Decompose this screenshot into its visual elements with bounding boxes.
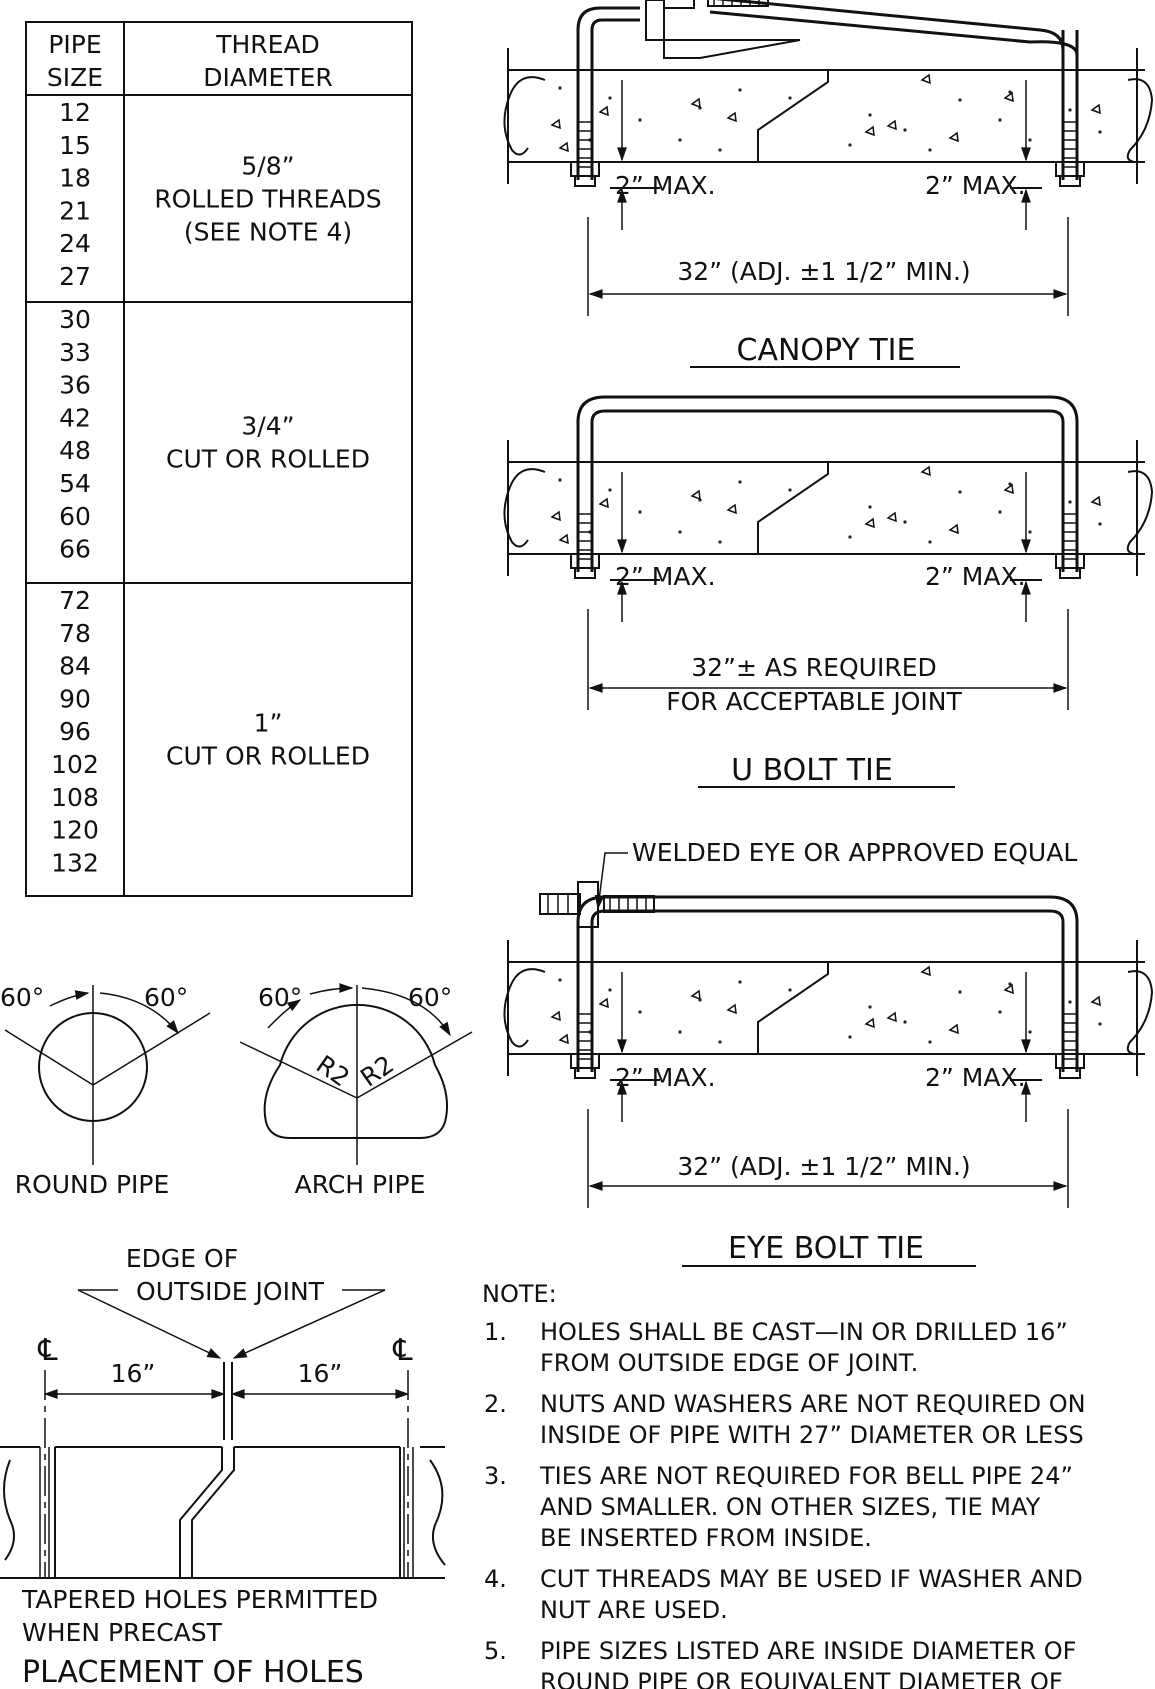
eye-bolt-tie-diagram bbox=[503, 881, 1154, 1208]
canopy-title: CANOPY TIE bbox=[737, 333, 916, 368]
thread-diameter-cell: CUT OR ROLLED bbox=[166, 742, 370, 771]
pipe-size-cell: 102 bbox=[51, 750, 99, 779]
eyebolt-dimension: 32” (ADJ. ±1 1/2” MIN.) bbox=[677, 1152, 970, 1181]
eyebolt-max-left: 2” MAX. bbox=[615, 1063, 716, 1092]
tapered-holes-line2: WHEN PRECAST bbox=[22, 1618, 223, 1647]
note-line: FROM OUTSIDE EDGE OF JOINT. bbox=[540, 1349, 918, 1377]
eyebolt-max-right: 2” MAX. bbox=[925, 1063, 1026, 1092]
thread-diameter-cell: 1” bbox=[254, 709, 283, 738]
note-line: PIPE SIZES LISTED ARE INSIDE DIAMETER OF bbox=[540, 1637, 1076, 1665]
canopy-max-right: 2” MAX. bbox=[925, 171, 1026, 200]
outside-joint-label: OUTSIDE JOINT bbox=[136, 1277, 325, 1306]
pipe-size-cell: 84 bbox=[59, 652, 91, 681]
ubolt-dimension-line1: 32”± AS REQUIRED bbox=[691, 653, 937, 682]
pipe-size-cell: 60 bbox=[59, 502, 91, 531]
edge-of-label: EDGE OF bbox=[126, 1244, 238, 1273]
centerline-left-symbol: ℄ bbox=[37, 1333, 57, 1368]
pipe-size-cell: 21 bbox=[59, 196, 91, 225]
thread-diameter-cell: 5/8” bbox=[241, 152, 294, 181]
pipe-size-cell: 120 bbox=[51, 816, 99, 845]
pipe-size-cell: 96 bbox=[59, 717, 91, 746]
header-pipe-line1: PIPE bbox=[48, 30, 101, 59]
eyebolt-callout-leader bbox=[594, 852, 628, 910]
header-thread-line2: DIAMETER bbox=[203, 63, 333, 92]
thread-diameter-cell: ROLLED THREADS bbox=[154, 185, 381, 214]
canopy-dimension: 32” (ADJ. ±1 1/2” MIN.) bbox=[677, 257, 970, 286]
u-bolt-tie-diagram bbox=[503, 395, 1154, 710]
header-pipe-line2: SIZE bbox=[47, 63, 103, 92]
ubolt-max-left: 2” MAX. bbox=[615, 562, 716, 591]
tapered-holes-line1: TAPERED HOLES PERMITTED bbox=[21, 1585, 378, 1614]
eyebolt-title: EYE BOLT TIE bbox=[728, 1231, 924, 1266]
canopy-max-left: 2” MAX. bbox=[615, 171, 716, 200]
arch-radius-left: R2 bbox=[311, 1050, 355, 1093]
pipe-size-cell: 12 bbox=[59, 98, 91, 127]
thread-diameter-cell: 3/4” bbox=[241, 412, 294, 441]
thread-diameter-cell: (SEE NOTE 4) bbox=[184, 218, 352, 247]
note-line: BE INSERTED FROM INSIDE. bbox=[540, 1524, 872, 1552]
note-line: TIES ARE NOT REQUIRED FOR BELL PIPE 24” bbox=[539, 1462, 1073, 1490]
note-line: CUT THREADS MAY BE USED IF WASHER AND bbox=[540, 1565, 1083, 1593]
note-line: HOLES SHALL BE CAST—IN OR DRILLED 16” bbox=[540, 1318, 1068, 1346]
pipe-size-cell: 27 bbox=[59, 262, 91, 291]
note-line: AND SMALLER. ON OTHER SIZES, TIE MAY bbox=[540, 1493, 1041, 1521]
ubolt-title: U BOLT TIE bbox=[731, 753, 893, 788]
pipe-size-cell: 36 bbox=[59, 371, 91, 400]
pipe-size-cell: 48 bbox=[59, 436, 91, 465]
pipe-size-cell: 108 bbox=[51, 783, 99, 812]
pipe-size-cell: 15 bbox=[59, 131, 91, 160]
round-pipe-label: ROUND PIPE bbox=[15, 1170, 170, 1199]
eyebolt-callout: WELDED EYE OR APPROVED EQUAL bbox=[632, 838, 1077, 867]
round-angle-right: 60° bbox=[144, 983, 188, 1012]
dim-16-right: 16” bbox=[298, 1359, 343, 1388]
pipe-size-cell: 66 bbox=[59, 535, 91, 564]
placement-title: PLACEMENT OF HOLES bbox=[22, 1655, 364, 1689]
pipe-size-cell: 33 bbox=[59, 338, 91, 367]
ubolt-max-right: 2” MAX. bbox=[925, 562, 1026, 591]
placement-of-holes-diagram: EDGE OF OUTSIDE JOINT ℄ ℄ 16” 16” TAPERE… bbox=[0, 1244, 446, 1689]
note-line: NUT ARE USED. bbox=[540, 1596, 728, 1624]
note-number: 2. bbox=[484, 1390, 507, 1418]
note-line: ROUND PIPE OR EQUIVALENT DIAMETER OF bbox=[540, 1668, 1063, 1689]
notes-heading: NOTE: bbox=[482, 1280, 557, 1308]
pipe-size-cell: 132 bbox=[51, 848, 99, 877]
canopy-tie-diagram bbox=[503, 0, 1154, 316]
centerline-right-symbol: ℄ bbox=[392, 1333, 412, 1368]
arch-angle-right: 60° bbox=[408, 983, 452, 1012]
arch-pipe-label: ARCH PIPE bbox=[295, 1170, 426, 1199]
note-number: 4. bbox=[484, 1565, 507, 1593]
round-angle-left: 60° bbox=[0, 983, 44, 1012]
pipe-size-cell: 54 bbox=[59, 469, 91, 498]
thread-diameter-table: PIPE SIZE THREAD DIAMETER 12 15 18 21 24 27 30… bbox=[25, 21, 413, 897]
ubolt-dimension-line2: FOR ACCEPTABLE JOINT bbox=[666, 687, 962, 716]
thread-diameter-cell: CUT OR ROLLED bbox=[166, 445, 370, 474]
pipe-size-cell: 90 bbox=[59, 684, 91, 713]
note-number: 3. bbox=[484, 1462, 507, 1490]
dim-16-left: 16” bbox=[111, 1359, 156, 1388]
notes-block: NOTE: 1. HOLES SHALL BE CAST—IN OR DRILLE… bbox=[482, 1280, 1086, 1689]
pipe-size-cell: 24 bbox=[59, 229, 91, 258]
pipe-size-cell: 30 bbox=[59, 305, 91, 334]
pipe-size-cell: 42 bbox=[59, 403, 91, 432]
pipe-size-cell: 78 bbox=[59, 619, 91, 648]
note-line: NUTS AND WASHERS ARE NOT REQUIRED ON bbox=[540, 1390, 1086, 1418]
pipe-size-cell: 72 bbox=[59, 586, 91, 615]
note-number: 5. bbox=[484, 1637, 507, 1665]
pipe-size-cell: 18 bbox=[59, 164, 91, 193]
header-thread-line1: THREAD bbox=[215, 30, 320, 59]
note-line: INSIDE OF PIPE WITH 27” DIAMETER OR LESS bbox=[540, 1421, 1084, 1449]
round-pipe-diagram: 60° 60° ROUND PIPE bbox=[0, 983, 211, 1199]
arch-pipe-diagram: 60° 60° R2 R2 ARCH PIPE bbox=[239, 983, 473, 1199]
note-number: 1. bbox=[484, 1318, 507, 1346]
arch-radius-right: R2 bbox=[355, 1050, 399, 1093]
arch-angle-left: 60° bbox=[258, 983, 302, 1012]
